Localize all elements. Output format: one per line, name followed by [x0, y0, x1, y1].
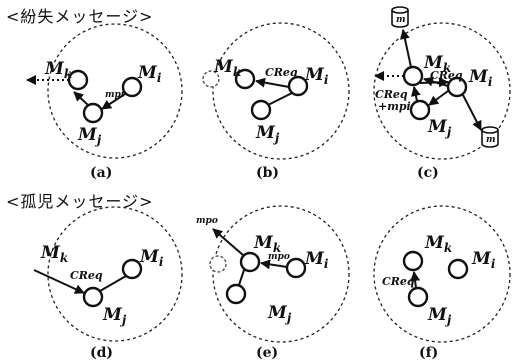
node-mi	[121, 258, 143, 280]
panel-e: mpo Mk mpo Mi Mj (e)	[196, 205, 350, 360]
label-mk: Mk	[44, 59, 72, 81]
label-mj: Mj	[427, 117, 452, 139]
panel-a: Mk Mi Mj mpi (a)	[26, 23, 183, 181]
edge-mj-to-lost	[73, 91, 89, 106]
node-mk	[234, 68, 256, 90]
message-label-creq: CReq	[70, 269, 103, 282]
node-mj	[409, 99, 431, 121]
label-mj: Mj	[267, 303, 292, 325]
edge-mi-to-storage	[462, 94, 482, 131]
edge-creq-mi-to-mj	[428, 90, 449, 106]
section-title-orphan-messages: <孤児メッセージ>	[6, 192, 154, 211]
storage-top-icon: m	[391, 6, 409, 28]
caption-e: (e)	[256, 345, 278, 360]
region-circle	[47, 23, 183, 159]
node-mk	[402, 65, 424, 87]
region-circle	[373, 205, 511, 343]
caption-f: (f)	[419, 345, 438, 360]
edge-mk-mj	[238, 269, 245, 286]
edge-creq-mj-to-mk	[410, 271, 421, 289]
node-mi	[285, 257, 307, 279]
label-mi: Mi	[304, 249, 329, 271]
node-mi	[447, 258, 469, 280]
node-absent	[202, 70, 220, 88]
message-label-mpi: mpi	[105, 90, 125, 100]
message-label-mpo-in: mpo	[268, 252, 290, 262]
node-mi	[121, 76, 143, 98]
svg-text:m: m	[396, 15, 406, 25]
svg-text:m: m	[486, 135, 496, 145]
label-mk: Mk	[423, 53, 451, 75]
caption-b: (b)	[256, 165, 279, 181]
caption-c: (c)	[417, 165, 439, 181]
section-title-lost-messages: <紛失メッセージ>	[6, 7, 154, 26]
label-mi: Mi	[139, 247, 164, 269]
message-label-creq-left: CReq	[375, 88, 408, 101]
label-mj: Mj	[102, 305, 127, 327]
node-absent	[209, 255, 227, 273]
label-mj: Mj	[427, 305, 452, 327]
label-mi: Mi	[468, 67, 493, 89]
panel-c: m m Mk Mi Mj CReq CReq +mpi (c)	[373, 6, 511, 181]
label-mk: Mk	[213, 57, 241, 79]
message-label-creq: CReq	[382, 275, 415, 288]
node-mj	[82, 286, 104, 308]
edge-mk-to-storage	[400, 29, 412, 68]
panel-b: Mk Mi Mj CReq (b)	[202, 22, 350, 181]
edge-incoming-to-mj	[33, 269, 85, 294]
label-mi: Mi	[304, 65, 329, 87]
label-mj: Mj	[255, 123, 280, 145]
region-circle	[47, 206, 183, 342]
edge-mi-to-mk	[260, 259, 288, 270]
region-circle	[212, 22, 350, 160]
caption-d: (d)	[90, 345, 113, 360]
node-mj	[82, 102, 104, 124]
panel-f: Mk Mi Mj CReq (f)	[373, 205, 511, 360]
label-mk: Mk	[40, 243, 68, 265]
storage-right-icon: m	[481, 126, 499, 148]
node-mj	[407, 286, 429, 308]
node-mj	[250, 99, 272, 121]
edge-mk-to-mpo-out	[212, 228, 244, 256]
message-label-plus-mpi: +mpi	[378, 100, 411, 113]
message-label-mpo-out: mpo	[196, 216, 218, 226]
caption-a: (a)	[90, 165, 112, 181]
panel-d: Mk Mi Mj CReq (d)	[33, 206, 183, 360]
label-mi: Mi	[471, 249, 496, 271]
label-mj: Mj	[77, 125, 102, 147]
region-circle	[212, 205, 350, 343]
label-mk: Mk	[253, 233, 281, 255]
node-mk	[402, 250, 424, 272]
label-mk: Mk	[424, 233, 452, 255]
edge-mj-to-mk	[410, 86, 421, 102]
node-mk	[239, 251, 261, 273]
edge-mi-mj	[267, 92, 293, 106]
node-mj	[225, 283, 247, 305]
edge-mi-mj	[99, 275, 127, 292]
edge-mi-to-mj	[101, 93, 126, 110]
region-circle	[373, 22, 511, 160]
label-mi: Mi	[137, 63, 162, 85]
message-label-creq: CReq	[430, 69, 463, 82]
message-label-creq: CReq	[265, 66, 298, 79]
edge-mk-to-mi	[419, 77, 449, 88]
edge-creq-mi-to-mk	[255, 77, 290, 88]
